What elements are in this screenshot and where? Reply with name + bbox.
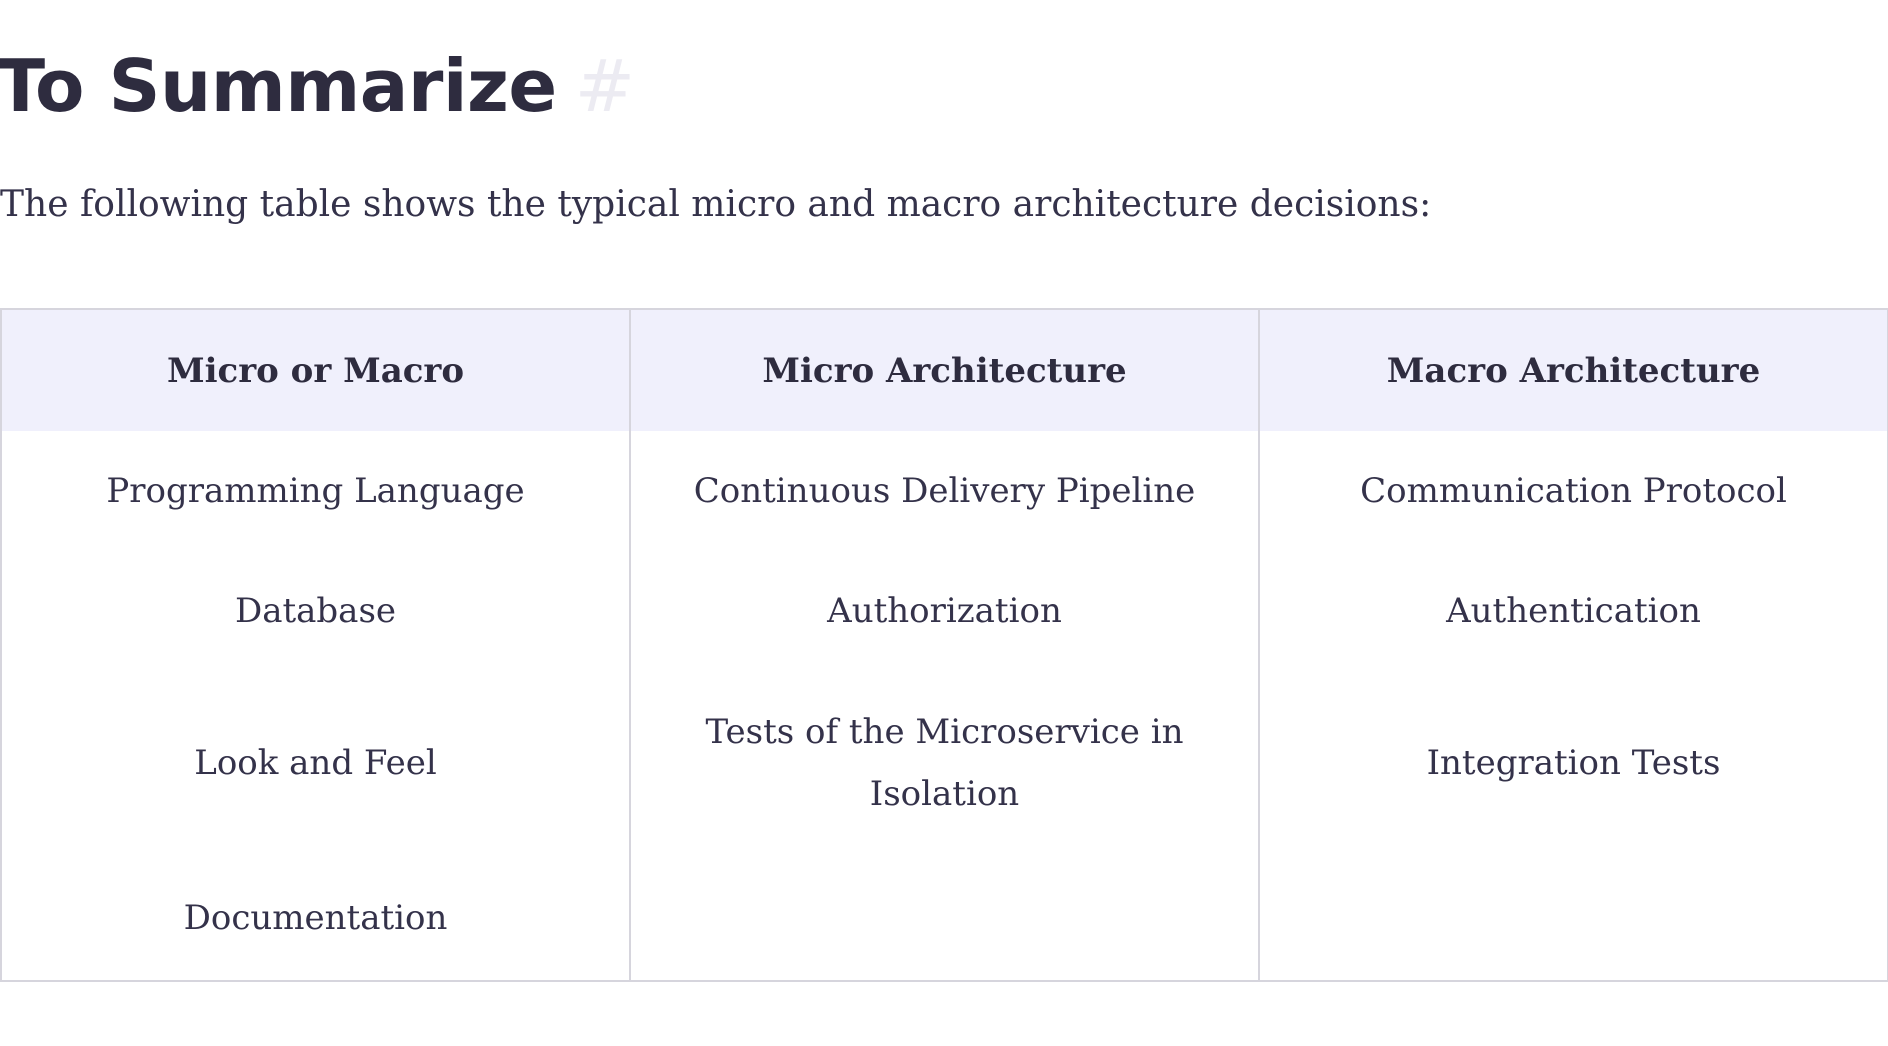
table-cell: Programming Language bbox=[0, 431, 631, 551]
table-row: Documentation bbox=[0, 855, 1888, 982]
table-cell: Tests of the Microservice in Isolation bbox=[629, 671, 1260, 855]
table-cell: Continuous Delivery Pipeline bbox=[629, 431, 1260, 551]
table-cell: Documentation bbox=[0, 855, 631, 982]
column-header-macro-architecture: Macro Architecture bbox=[1258, 308, 1888, 431]
architecture-decisions-table: Micro or Macro Micro Architecture Macro … bbox=[0, 308, 1888, 982]
intro-paragraph: The following table shows the typical mi… bbox=[0, 184, 1432, 225]
table-row: Database Authorization Authentication bbox=[0, 551, 1888, 671]
table-cell bbox=[1258, 855, 1888, 982]
table-cell bbox=[629, 855, 1260, 982]
table-row: Programming Language Continuous Delivery… bbox=[0, 431, 1888, 551]
table-row: Look and Feel Tests of the Microservice … bbox=[0, 671, 1888, 855]
column-header-micro-architecture: Micro Architecture bbox=[629, 308, 1260, 431]
table-cell: Look and Feel bbox=[0, 671, 631, 855]
column-header-micro-or-macro: Micro or Macro bbox=[0, 308, 631, 431]
table-header-row: Micro or Macro Micro Architecture Macro … bbox=[0, 308, 1888, 431]
page-title: To Summarize# bbox=[0, 40, 635, 132]
table-cell: Integration Tests bbox=[1258, 671, 1888, 855]
page-title-text: To Summarize bbox=[0, 44, 557, 128]
table-cell: Authentication bbox=[1258, 551, 1888, 671]
heading-anchor-link[interactable]: # bbox=[574, 44, 635, 128]
table-cell: Authorization bbox=[629, 551, 1260, 671]
table-cell: Database bbox=[0, 551, 631, 671]
table-cell: Communication Protocol bbox=[1258, 431, 1888, 551]
